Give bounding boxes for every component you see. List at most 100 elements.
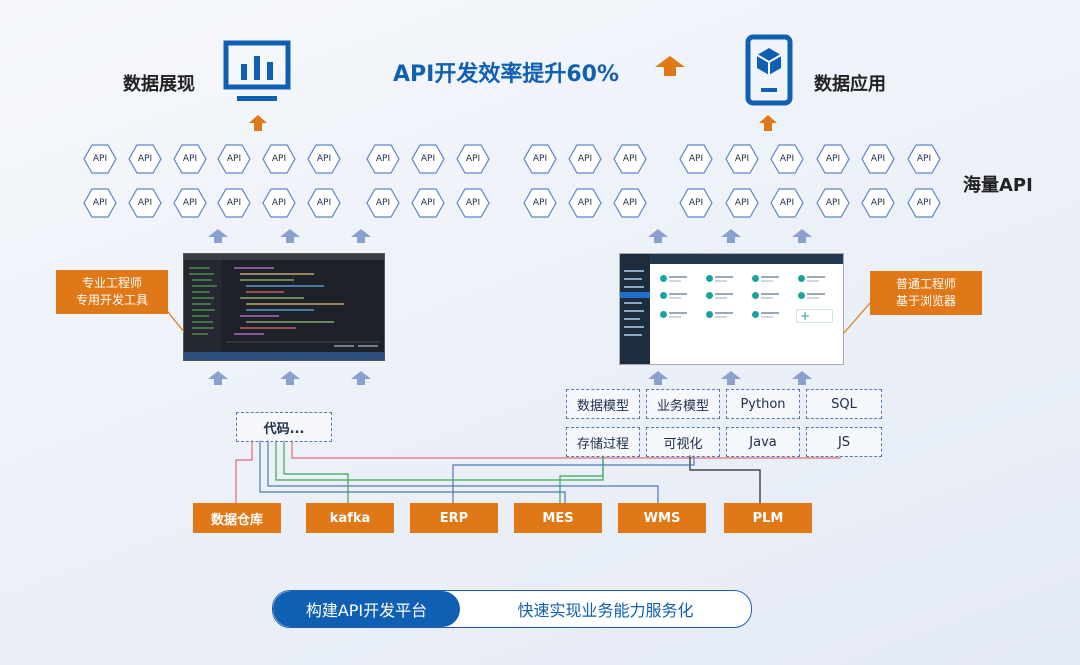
- browser-tile: [752, 291, 780, 301]
- api-hexagon: API: [861, 188, 895, 218]
- api-hexagon-label: API: [916, 198, 932, 208]
- data-application-label: 数据应用: [814, 74, 886, 95]
- up-arrow-icon: [792, 371, 812, 385]
- api-hexagon-label: API: [182, 198, 198, 208]
- api-hexagon: API: [217, 188, 251, 218]
- api-hexagon: API: [770, 144, 804, 174]
- api-hexagon: API: [411, 188, 445, 218]
- api-hexagon-label: API: [92, 198, 108, 208]
- api-hexagon: API: [366, 144, 400, 174]
- api-hexagon-label: API: [688, 154, 704, 164]
- api-hexagon: API: [262, 144, 296, 174]
- api-hexagon-label: API: [734, 154, 750, 164]
- browser-tile: [706, 310, 734, 320]
- up-arrow-icon: [280, 229, 300, 243]
- api-hexagon-label: API: [316, 154, 332, 164]
- callout-line: 专用开发工具: [75, 293, 148, 307]
- left-top-up-arrow-icon: [249, 115, 267, 131]
- api-hexagon-label: API: [182, 154, 198, 164]
- api-hexagon-label: API: [137, 154, 153, 164]
- api-hexagon-label: API: [226, 154, 242, 164]
- left-callout-connector: [160, 301, 185, 333]
- kafka-box: kafka: [306, 503, 394, 533]
- stored-procedure-box: 存储过程: [566, 427, 640, 457]
- api-hexagon: API: [523, 144, 557, 174]
- api-hexagon-label: API: [271, 198, 287, 208]
- java-box: Java: [726, 427, 800, 457]
- api-hexagon: API: [613, 144, 647, 174]
- add-tile-icon: +: [796, 309, 833, 323]
- visualization-box: 可视化: [646, 427, 720, 457]
- ide-screenshot: [183, 253, 385, 361]
- wms-box: WMS: [618, 503, 706, 533]
- up-arrow-icon: [648, 229, 668, 243]
- api-hexagon-label: API: [532, 198, 548, 208]
- mobile-app-icon: [745, 34, 793, 106]
- api-hexagon-label: API: [532, 154, 548, 164]
- api-hexagon: API: [456, 188, 490, 218]
- api-hexagon: API: [679, 144, 713, 174]
- browser-tile: [798, 291, 826, 301]
- api-hexagon: API: [907, 144, 941, 174]
- api-hexagon-label: API: [870, 154, 886, 164]
- browser-tile: [706, 291, 734, 301]
- browser-tile: [706, 274, 734, 284]
- business-model-box: 业务模型: [646, 389, 720, 419]
- browser-tile: [752, 310, 780, 320]
- api-hexagon: API: [725, 144, 759, 174]
- api-hexagon-label: API: [316, 198, 332, 208]
- headline: API开发效率提升60%: [393, 62, 619, 87]
- api-hexagon-label: API: [870, 198, 886, 208]
- api-hexagon-label: API: [622, 154, 638, 164]
- api-hexagon: API: [456, 144, 490, 174]
- api-hexagon: API: [679, 188, 713, 218]
- callout-line: 基于浏览器: [895, 294, 956, 308]
- browser-tile: [660, 310, 688, 320]
- mes-box: MES: [514, 503, 602, 533]
- up-arrow-icon: [721, 229, 741, 243]
- api-hexagon-label: API: [420, 154, 436, 164]
- api-hexagon: API: [173, 144, 207, 174]
- js-box: JS: [806, 427, 882, 457]
- api-hexagon: API: [262, 188, 296, 218]
- api-hexagon-label: API: [465, 154, 481, 164]
- data-display-label: 数据展现: [123, 74, 195, 95]
- api-hexagon: API: [83, 144, 117, 174]
- api-hexagon: API: [128, 144, 162, 174]
- api-hexagon: API: [523, 188, 557, 218]
- callout-line: 专业工程师: [81, 276, 142, 290]
- api-hexagon: API: [411, 144, 445, 174]
- api-hexagon-label: API: [916, 154, 932, 164]
- api-hexagon-label: API: [779, 154, 795, 164]
- api-hexagon-label: API: [420, 198, 436, 208]
- api-hexagon-label: API: [137, 198, 153, 208]
- api-hexagon-label: API: [825, 154, 841, 164]
- browser-tile: [798, 274, 826, 284]
- api-hexagon-label: API: [825, 198, 841, 208]
- up-arrow-icon: [721, 371, 741, 385]
- api-hexagon: API: [173, 188, 207, 218]
- platform-pill: 构建API开发平台 快速实现业务能力服务化: [272, 590, 752, 628]
- api-hexagon: API: [907, 188, 941, 218]
- api-hexagon: API: [307, 144, 341, 174]
- api-hexagon-label: API: [734, 198, 750, 208]
- api-hexagon: API: [217, 144, 251, 174]
- api-hexagon-label: API: [465, 198, 481, 208]
- professional-engineer-callout: 专业工程师 专用开发工具: [56, 270, 168, 314]
- api-hexagon-label: API: [577, 154, 593, 164]
- api-hexagon: API: [725, 188, 759, 218]
- up-arrow-icon: [208, 229, 228, 243]
- up-arrow-icon: [648, 371, 668, 385]
- data-model-box: 数据模型: [566, 389, 640, 419]
- api-hexagon: API: [307, 188, 341, 218]
- browser-tile: [752, 274, 780, 284]
- up-arrow-icon: [792, 229, 812, 243]
- api-hexagon: API: [128, 188, 162, 218]
- api-hexagon-label: API: [779, 198, 795, 208]
- api-hexagon-label: API: [688, 198, 704, 208]
- massive-api-label: 海量API: [963, 175, 1033, 196]
- monitor-chart-icon: [223, 40, 291, 101]
- api-hexagon-label: API: [226, 198, 242, 208]
- api-hexagon: API: [613, 188, 647, 218]
